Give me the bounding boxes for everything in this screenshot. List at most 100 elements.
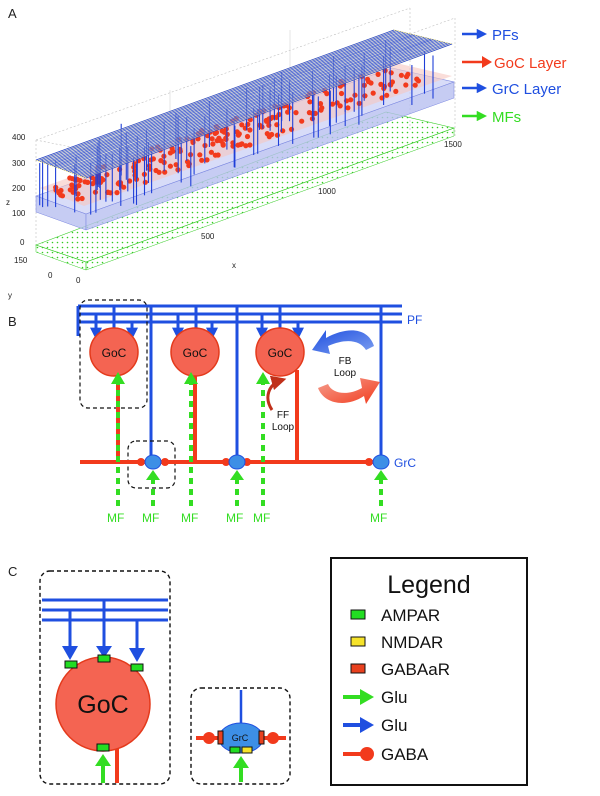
goc-soma-dot	[221, 129, 227, 135]
mf-labels: MF MF MF MF MF MF	[107, 511, 387, 525]
fb-loop-label-line1: FB	[339, 356, 352, 367]
goc-soma-dot	[79, 195, 85, 202]
goc-soma-dot	[370, 90, 376, 96]
pf-layer	[35, 29, 454, 179]
goc-soma-dot	[220, 142, 226, 148]
goc-soma-dot	[337, 103, 343, 109]
legend-item-glu-blue: Glu	[343, 716, 407, 735]
z-tick: 400	[12, 133, 26, 142]
goc-soma-dot	[58, 187, 64, 194]
goc-soma-dot	[269, 114, 276, 120]
panel-a-legend: PFs GoC Layer GrC Layer MFs	[462, 27, 567, 126]
mf-label: MF	[253, 511, 270, 525]
pf-line	[49, 33, 411, 166]
z-tick: 100	[12, 209, 26, 218]
gabaar-swatch-icon	[350, 663, 366, 674]
goc-soma-dot	[58, 192, 64, 198]
y-axis-label: y	[8, 291, 12, 300]
goc-soma-dot	[167, 163, 173, 169]
x-axis: 0 500 1000 1500 x	[76, 140, 462, 285]
legend-goc-layer: GoC Layer	[462, 55, 567, 72]
ff-loop: FF Loop	[266, 375, 295, 433]
pf-line	[63, 37, 427, 171]
goc-detail-cell: GoC	[55, 656, 151, 752]
goc-soma-dot	[184, 159, 191, 165]
goc-soma-dot	[365, 79, 372, 85]
pf-label: PF	[407, 313, 422, 327]
goc-soma-dot	[236, 131, 242, 137]
goc-soma-dot	[199, 157, 205, 163]
panel-a: A	[6, 6, 567, 300]
goc-detail-arrowheads	[62, 646, 145, 662]
legend-mfs-label: MFs	[492, 109, 521, 126]
goc-soma-dot	[208, 149, 214, 155]
goc-cell-3: GoC	[255, 327, 305, 377]
goc-soma-dot	[244, 133, 251, 140]
pf-line	[71, 39, 436, 174]
goc-axons	[116, 370, 299, 462]
panel-b: B PF	[8, 299, 422, 525]
goc-soma-dot	[243, 143, 249, 149]
legend-grc-label: GrC Layer	[492, 81, 561, 98]
grc-inset-box	[127, 440, 176, 489]
legend-item-nmdar: NMDAR	[350, 633, 443, 652]
pf-line	[85, 43, 453, 179]
goc-soma-dot	[293, 110, 299, 116]
gaba-terminal	[203, 732, 215, 744]
goc-soma-dot	[319, 105, 325, 111]
x-tick: 500	[201, 232, 215, 241]
pf-line	[65, 38, 429, 172]
parallel-fibers	[78, 304, 402, 324]
goc-soma-dot	[307, 99, 313, 105]
legend-item-gaba: GABA	[343, 745, 429, 764]
pf-line	[57, 35, 420, 169]
legend-pfs: PFs	[462, 27, 519, 44]
pf-line	[47, 33, 409, 165]
goc-soma-dot	[170, 148, 176, 154]
pf-line	[55, 35, 418, 168]
grc-receptors	[217, 730, 265, 754]
panel-c-label: C	[8, 564, 17, 579]
pf-line	[45, 32, 406, 164]
pf-line	[61, 36, 425, 170]
mf-label: MF	[181, 511, 198, 525]
goc-soma-dot	[162, 169, 168, 175]
grc-detail-label: GrC	[232, 733, 249, 743]
goc-soma-dot	[142, 179, 148, 185]
legend-item-label: Glu	[381, 716, 407, 735]
z-tick: 200	[12, 184, 26, 193]
goc-soma-dot	[274, 132, 280, 138]
goc-soma-dot	[85, 179, 91, 185]
legend-grc-layer: GrC Layer	[462, 81, 561, 98]
mossy-fiber-arrowheads	[111, 372, 388, 480]
panel-a-label: A	[8, 6, 17, 21]
goc-detail-pfs	[42, 598, 168, 652]
mf-layer	[35, 111, 456, 271]
grc-cells	[144, 454, 390, 470]
fb-loop: FB Loop	[312, 330, 380, 404]
ampar-swatch-icon	[350, 609, 366, 620]
pf-line	[37, 30, 397, 162]
pf-line	[79, 41, 446, 177]
grc-ascending-axons	[76, 306, 383, 462]
legend-item-label: Glu	[381, 688, 407, 707]
goc-ampar-receptors	[64, 654, 144, 752]
pf-line	[51, 34, 413, 167]
goc-soma-dot	[348, 97, 354, 103]
legend-item-gabaar: GABAaR	[350, 660, 450, 679]
goc-soma-dot	[223, 135, 229, 141]
goc-soma-dot	[412, 82, 418, 88]
z-axis-label: z	[6, 198, 10, 207]
goc-soma-dot	[288, 126, 295, 132]
goc-soma-dot	[90, 181, 96, 187]
goc-soma-dot	[403, 82, 409, 88]
fb-loop-label-line2: Loop	[334, 368, 357, 379]
pf-line	[67, 38, 432, 172]
goc-soma-dot	[239, 141, 245, 147]
legend-item-label: NMDAR	[381, 633, 443, 652]
goc-soma-dot	[388, 70, 394, 76]
goc-cell-1: GoC	[89, 327, 139, 377]
grc-detail-box	[190, 687, 291, 785]
goc-soma-dot	[299, 118, 305, 124]
